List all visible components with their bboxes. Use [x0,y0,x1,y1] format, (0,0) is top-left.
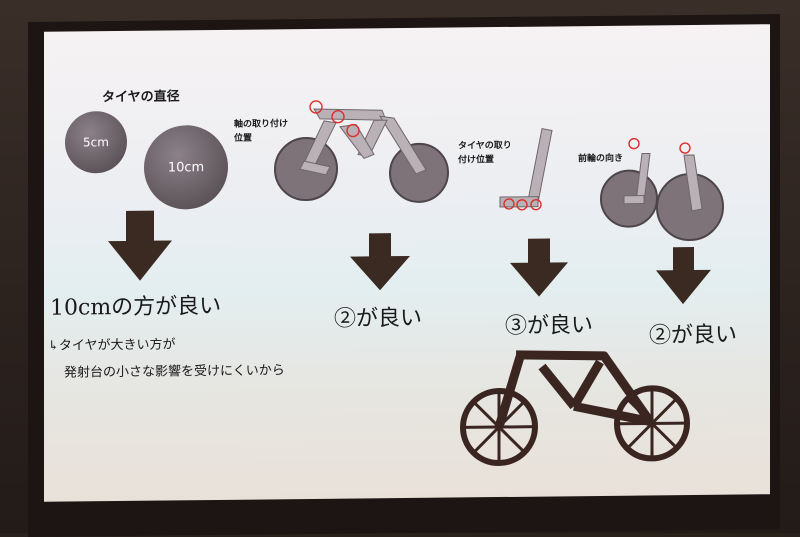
slide-illustrations [108,100,724,467]
bike-diagram-axle [274,108,449,203]
arrow-4 [656,246,711,305]
result-text-4: ②が良い [649,322,738,349]
result-arrows [108,210,711,305]
marker-group [309,100,691,211]
result-text-2: ②が良い [334,305,423,332]
bike-diagram-tire-attach [499,128,553,208]
arrow-3 [510,238,568,297]
arrow-1 [108,210,172,281]
bike-diagram-front-wheel [600,152,724,242]
result-text-3: ③が良い [505,313,594,339]
reason-line-1: ↳タイヤが大きい方が [48,337,176,354]
projection-slide: タイヤの直径 5cm 10cm 軸の取り付け位置 タイヤの取り付け位置 前輪の向… [44,24,770,502]
bike-silhouette [460,350,690,467]
reason-line-2: 発射台の小さな影響を受けにくいから [64,363,285,381]
result-text-1: 10cmの方が良い [50,293,222,321]
arrow-2 [350,233,410,291]
